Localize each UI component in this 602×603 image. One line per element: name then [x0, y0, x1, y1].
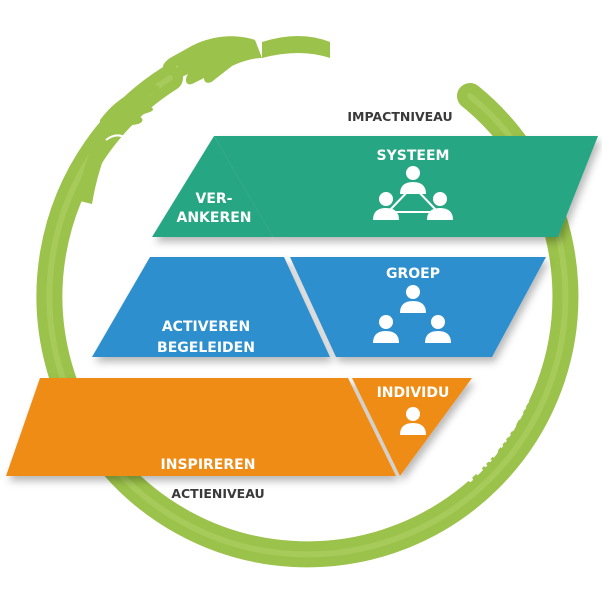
connect-ring: [36, 65, 579, 568]
inspire-block: [6, 378, 396, 476]
group-of-people-icon: [373, 285, 451, 343]
anchor-triangle: [152, 136, 273, 237]
individual-label: INDIVIDU: [377, 385, 450, 401]
reaching-hands-icon: [76, 36, 330, 204]
anchor-label-line2: ANKEREN: [176, 210, 251, 226]
anchor-label-line1: VER-: [196, 191, 233, 207]
inspire-label: INSPIREREN: [161, 457, 256, 473]
activate-block: [92, 257, 330, 357]
action-level-label: ACTIENIVEAU: [171, 486, 264, 501]
activate-label-line2: BEGELEIDEN: [157, 340, 255, 356]
person-icon: [400, 407, 426, 435]
group-label: GROEP: [386, 266, 440, 282]
system-label: SYSTEEM: [377, 148, 450, 164]
impact-level-label: IMPACTNIVEAU: [347, 109, 452, 124]
activate-label-line1: ACTIVEREN: [162, 319, 250, 335]
network-of-people-icon: [373, 166, 453, 220]
